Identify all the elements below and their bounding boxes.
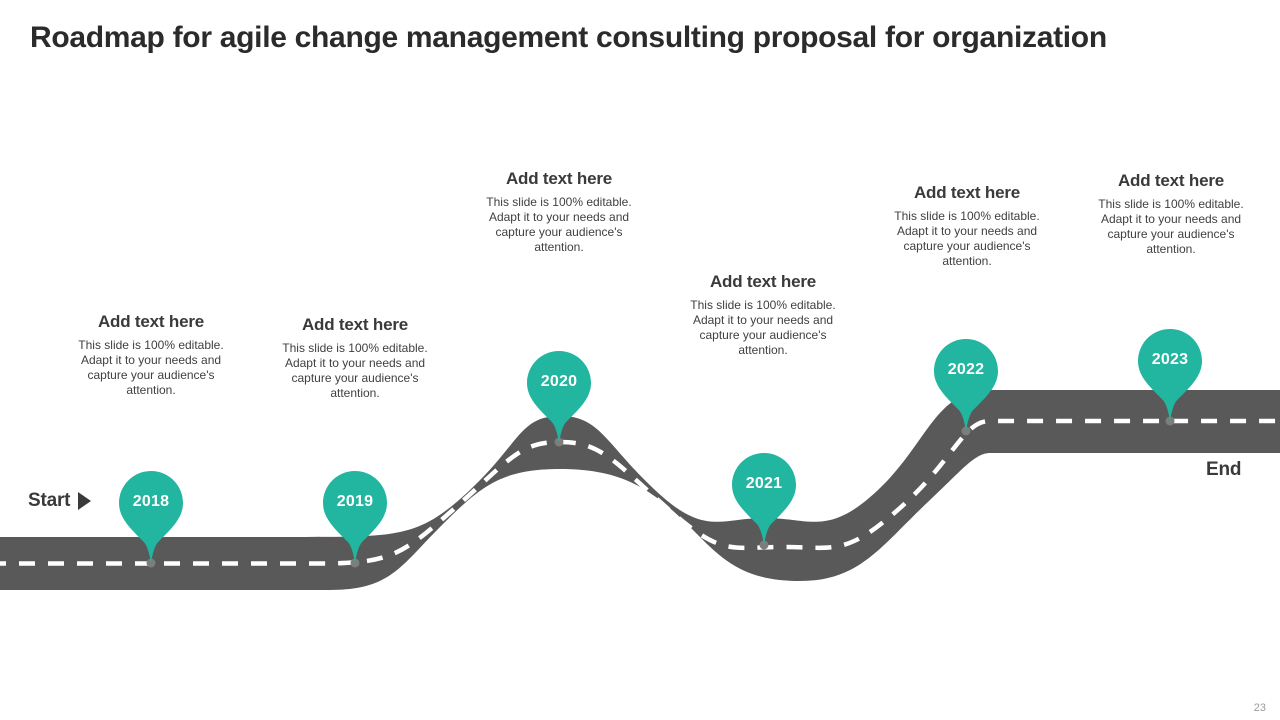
map-pin-2023[interactable]: 2023 xyxy=(1138,329,1202,421)
milestone-heading-2019: Add text here xyxy=(301,315,409,334)
end-label: End xyxy=(1206,459,1242,480)
milestone-body-2019: This slide is 100% editable. Adapt it to… xyxy=(282,341,428,400)
milestone-text-2018: Add text here This slide is 100% editabl… xyxy=(66,312,236,397)
map-pin-2019[interactable]: 2019 xyxy=(323,471,387,563)
milestone-body-2020: This slide is 100% editable. Adapt it to… xyxy=(486,195,632,254)
map-pin-icon xyxy=(934,339,998,431)
milestone-heading-2021: Add text here xyxy=(709,272,817,291)
road-marker-dot-2021 xyxy=(759,540,769,550)
milestone-body-2018: This slide is 100% editable. Adapt it to… xyxy=(78,338,224,397)
road-lane-dashes xyxy=(0,418,1280,566)
map-pin-icon xyxy=(527,351,591,443)
milestone-heading-2023: Add text here xyxy=(1117,171,1225,190)
road-marker-dot-2019 xyxy=(350,558,360,568)
milestone-heading-2020: Add text here xyxy=(505,169,613,188)
milestone-text-2019: Add text here This slide is 100% editabl… xyxy=(270,315,440,400)
road-marker-dot-2023 xyxy=(1165,416,1175,426)
page-title: Roadmap for agile change management cons… xyxy=(30,21,1107,54)
map-pin-icon xyxy=(1138,329,1202,421)
milestone-body-2022: This slide is 100% editable. Adapt it to… xyxy=(894,209,1040,268)
play-arrow-icon xyxy=(78,492,92,510)
map-pin-icon xyxy=(323,471,387,563)
map-pin-2018[interactable]: 2018 xyxy=(119,471,183,563)
map-pin-2022[interactable]: 2022 xyxy=(934,339,998,431)
milestone-body-2021: This slide is 100% editable. Adapt it to… xyxy=(690,298,836,357)
milestone-heading-2018: Add text here xyxy=(97,312,205,331)
milestone-text-2021: Add text here This slide is 100% editabl… xyxy=(678,272,848,357)
map-pin-2021[interactable]: 2021 xyxy=(732,453,796,545)
map-pin-2020[interactable]: 2020 xyxy=(527,351,591,443)
start-marker: Start xyxy=(28,490,92,512)
milestone-body-2023: This slide is 100% editable. Adapt it to… xyxy=(1098,197,1244,256)
milestone-text-2023: Add text here This slide is 100% editabl… xyxy=(1086,171,1256,256)
road-marker-dot-2022 xyxy=(961,426,971,436)
milestone-heading-2022: Add text here xyxy=(913,183,1021,202)
milestone-text-2022: Add text here This slide is 100% editabl… xyxy=(882,183,1052,268)
map-pin-icon xyxy=(732,453,796,545)
start-label: Start xyxy=(28,490,71,511)
milestone-text-2020: Add text here This slide is 100% editabl… xyxy=(474,169,644,254)
page-number: 23 xyxy=(1253,702,1266,714)
map-pin-icon xyxy=(119,471,183,563)
road-marker-dot-2018 xyxy=(146,558,156,568)
